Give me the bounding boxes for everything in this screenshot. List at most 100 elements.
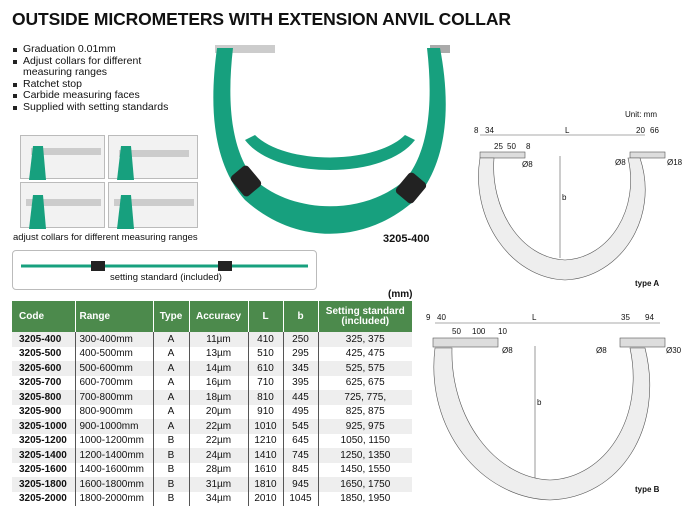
table-cell: 28µm [188,462,248,477]
col-accuracy: Accuracy [188,301,248,332]
table-cell: 1250, 1350 [317,448,412,463]
table-cell: 425, 475 [317,346,412,361]
col-b: b [282,301,318,332]
table-cell: 625, 675 [317,375,412,390]
table-cell: 325, 375 [317,332,412,347]
table-cell: A [152,375,189,390]
dim-label: 8 [474,126,479,135]
table-cell: B [152,491,189,506]
table-cell: 510 [247,346,283,361]
table-cell: 3205-1800 [12,477,75,492]
col-type: Type [152,301,189,332]
table-cell: 300-400mm [74,332,153,347]
table-cell: 1610 [247,462,283,477]
feature-item: Adjust collars for different measuring r… [13,55,153,79]
table-cell: 24µm [188,448,248,463]
table-cell: 31µm [188,477,248,492]
feature-item: Graduation 0.01mm [13,43,168,56]
table-cell: 495 [282,404,318,419]
collar-photo-2 [108,135,198,180]
collar-photo-3 [20,182,105,229]
table-cell: 13µm [188,346,248,361]
micrometer-photo [213,45,450,234]
table-cell: 410 [247,332,283,347]
dim-label: 100 [472,327,486,336]
table-cell: 600-700mm [74,375,153,390]
feature-list: Graduation 0.01mm Adjust collars for dif… [13,43,168,113]
table-cell: B [152,433,189,448]
dim-label: b [562,193,567,202]
col-code: Code [12,301,75,332]
table-cell: 925, 975 [317,419,412,434]
table-cell: 3205-1200 [12,433,75,448]
dim-label: Ø8 [502,346,513,355]
table-cell: 11µm [188,332,248,347]
table-cell: 445 [282,390,318,405]
table-cell: 3205-600 [12,361,75,376]
table-cell: 545 [282,419,318,434]
feature-item: Carbide measuring faces [13,89,168,102]
table-cell: 700-800mm [74,390,153,405]
table-cell: B [152,462,189,477]
table-cell: A [152,361,189,376]
diagram-type-a: Unit: mm 8 34 L 20 66 25 50 8 Ø8 Ø8 Ø18 … [460,108,687,293]
table-cell: 3205-2000 [12,491,75,506]
table-cell: A [152,404,189,419]
table-cell: 1850, 1950 [317,491,412,506]
table-cell: 14µm [188,361,248,376]
table-cell: 3205-900 [12,404,75,419]
table-cell: 1400-1600mm [74,462,153,477]
table-cell: 3205-700 [12,375,75,390]
dim-label: b [537,398,542,407]
table-cell: 945 [282,477,318,492]
table-cell: 1650, 1750 [317,477,412,492]
collar-caption: adjust collars for different measuring r… [13,232,198,243]
table-cell: 3205-1000 [12,419,75,434]
table-cell: B [152,477,189,492]
table-cell: A [152,419,189,434]
table-cell: 3205-800 [12,390,75,405]
table-cell: 3205-1600 [12,462,75,477]
table-cell: 745 [282,448,318,463]
table-cell: 645 [282,433,318,448]
table-cell: 1050, 1150 [317,433,412,448]
table-cell: 1200-1400mm [74,448,153,463]
table-cell: 1045 [282,491,318,506]
dim-label: 25 [494,142,503,151]
dim-label: 66 [650,126,659,135]
table-cell: 22µm [188,433,248,448]
table-cell: 1810 [247,477,283,492]
table-cell: 18µm [188,390,248,405]
table-cell: 16µm [188,375,248,390]
setting-standard-photo [12,250,317,290]
standard-caption: setting standard (included) [110,272,222,283]
dim-label: Ø18 [667,158,683,167]
table-cell: 34µm [188,491,248,506]
col-l: L [247,301,283,332]
table-cell: 3205-1400 [12,448,75,463]
table-cell: 395 [282,375,318,390]
dim-label: 9 [426,313,431,322]
dim-label: 34 [485,126,494,135]
table-cell: 1010 [247,419,283,434]
table-cell: 525, 575 [317,361,412,376]
table-cell: A [152,346,189,361]
table-cell: 610 [247,361,283,376]
table-cell: 710 [247,375,283,390]
dim-label: Ø8 [615,158,626,167]
table-cell: 250 [282,332,318,347]
table-cell: 400-500mm [74,346,153,361]
col-setting-standard: Setting standard (included) [317,301,412,332]
dim-label: 50 [507,142,516,151]
table-cell: 345 [282,361,318,376]
table-cell: 20µm [188,404,248,419]
table-cell: 810 [247,390,283,405]
specs-table: Code Range Type Accuracy L b Setting sta… [12,301,412,506]
